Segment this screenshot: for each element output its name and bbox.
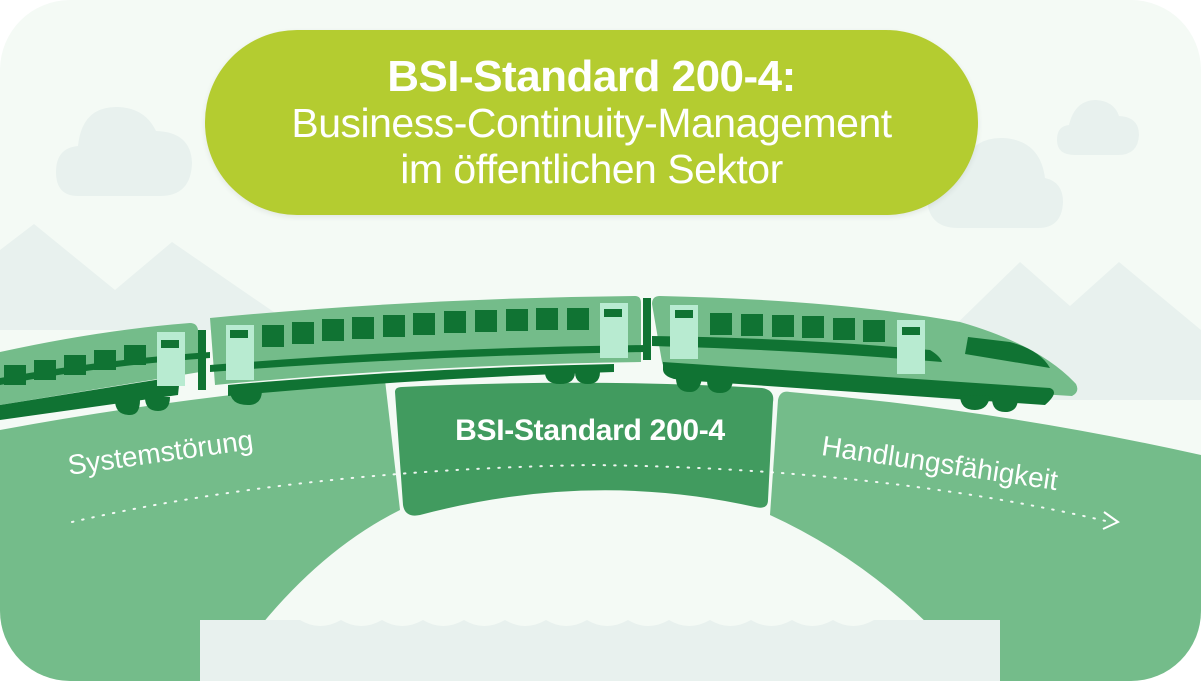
title-banner: BSI-Standard 200-4: Business-Continuity-… bbox=[205, 30, 978, 215]
bridge-center-label: BSI-Standard 200-4 bbox=[455, 414, 725, 447]
title-subheading: Business-Continuity-Management bbox=[291, 99, 892, 146]
title-subheading-line2: im öffentlichen Sektor bbox=[400, 145, 783, 192]
train-icon bbox=[0, 296, 1078, 420]
title-heading: BSI-Standard 200-4: bbox=[387, 51, 796, 101]
cloud-icon bbox=[56, 106, 192, 196]
bridge-keystone bbox=[395, 382, 774, 516]
bridge-left-section bbox=[0, 380, 400, 681]
water bbox=[200, 610, 1000, 681]
cloud-icon bbox=[1057, 100, 1139, 155]
bridge-right-section bbox=[770, 391, 1201, 681]
chevron-right-icon bbox=[1102, 511, 1120, 530]
mountain-icon bbox=[0, 224, 300, 330]
cloud-icon bbox=[927, 137, 1063, 228]
